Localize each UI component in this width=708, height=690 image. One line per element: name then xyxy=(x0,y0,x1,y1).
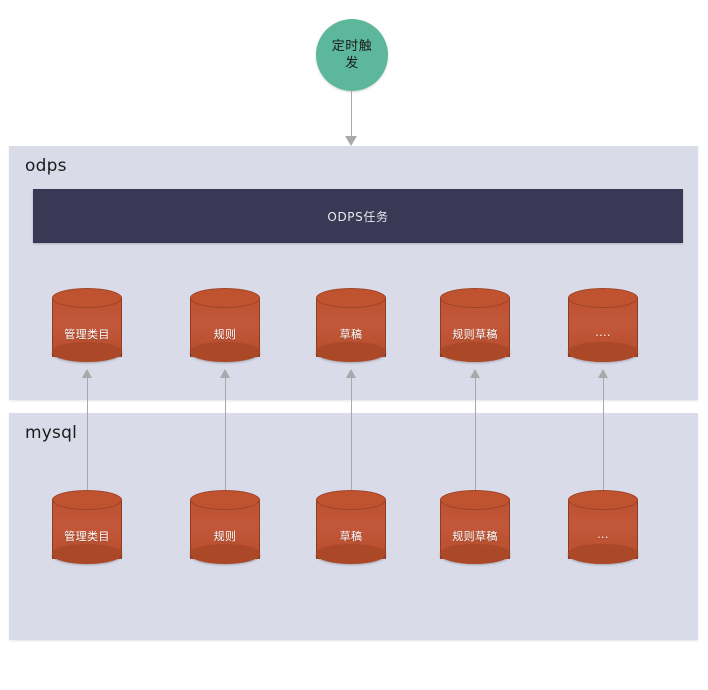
flow-arrow-line-5 xyxy=(603,376,604,490)
panel-mysql-label: mysql xyxy=(25,423,77,443)
cylinder-bottom-cap xyxy=(316,544,386,564)
odps-task-bar-label: ODPS任务 xyxy=(327,209,389,224)
flow-arrow-line-1 xyxy=(87,376,88,490)
cylinder-top-cap xyxy=(190,490,260,510)
flow-arrow-head-4 xyxy=(470,369,480,378)
cylinder-bottom-cap xyxy=(568,544,638,564)
odps-table-1[interactable]: 管理类目 xyxy=(52,288,122,366)
cylinder-bottom-cap xyxy=(52,544,122,564)
flow-arrow-head-1 xyxy=(82,369,92,378)
flow-arrow-head-3 xyxy=(346,369,356,378)
trigger-connector-arrowhead xyxy=(345,136,357,146)
cylinder-bottom-cap xyxy=(190,342,260,362)
trigger-label: 定时触发 xyxy=(331,39,373,71)
mysql-table-4[interactable]: 规则草稿 xyxy=(440,490,510,568)
mysql-table-3-label: 草稿 xyxy=(339,530,363,543)
cylinder-top-cap xyxy=(316,490,386,510)
cylinder-bottom-cap xyxy=(440,544,510,564)
odps-task-bar[interactable]: ODPS任务 xyxy=(33,189,683,243)
cylinder-top-cap xyxy=(52,288,122,308)
mysql-table-2-label: 规则 xyxy=(213,530,237,543)
odps-table-4[interactable]: 规则草稿 xyxy=(440,288,510,366)
mysql-table-4-label: 规则草稿 xyxy=(452,530,498,543)
trigger-connector-line xyxy=(351,91,352,139)
mysql-table-1[interactable]: 管理类目 xyxy=(52,490,122,568)
cylinder-bottom-cap xyxy=(316,342,386,362)
mysql-table-2[interactable]: 规则 xyxy=(190,490,260,568)
mysql-table-1-label: 管理类目 xyxy=(64,530,110,543)
odps-table-2-label: 规则 xyxy=(213,328,237,341)
odps-table-2[interactable]: 规则 xyxy=(190,288,260,366)
odps-table-5[interactable]: .... xyxy=(568,288,638,366)
odps-table-4-label: 规则草稿 xyxy=(452,328,498,341)
flow-arrow-line-3 xyxy=(351,376,352,490)
trigger-node[interactable]: 定时触发 xyxy=(316,19,388,91)
odps-table-1-label: 管理类目 xyxy=(64,328,110,341)
cylinder-top-cap xyxy=(440,490,510,510)
cylinder-bottom-cap xyxy=(440,342,510,362)
cylinder-top-cap xyxy=(52,490,122,510)
odps-table-3[interactable]: 草稿 xyxy=(316,288,386,366)
mysql-table-5-label: ... xyxy=(597,528,609,541)
cylinder-top-cap xyxy=(568,288,638,308)
odps-table-5-label: .... xyxy=(595,326,611,339)
mysql-table-5[interactable]: ... xyxy=(568,490,638,568)
odps-table-3-label: 草稿 xyxy=(339,328,363,341)
cylinder-bottom-cap xyxy=(568,342,638,362)
cylinder-top-cap xyxy=(190,288,260,308)
cylinder-top-cap xyxy=(568,490,638,510)
cylinder-top-cap xyxy=(316,288,386,308)
flow-arrow-line-4 xyxy=(475,376,476,490)
flow-arrow-head-2 xyxy=(220,369,230,378)
cylinder-top-cap xyxy=(440,288,510,308)
cylinder-bottom-cap xyxy=(190,544,260,564)
mysql-table-3[interactable]: 草稿 xyxy=(316,490,386,568)
flow-arrow-line-2 xyxy=(225,376,226,490)
flow-arrow-head-5 xyxy=(598,369,608,378)
cylinder-bottom-cap xyxy=(52,342,122,362)
panel-odps-label: odps xyxy=(25,156,67,176)
